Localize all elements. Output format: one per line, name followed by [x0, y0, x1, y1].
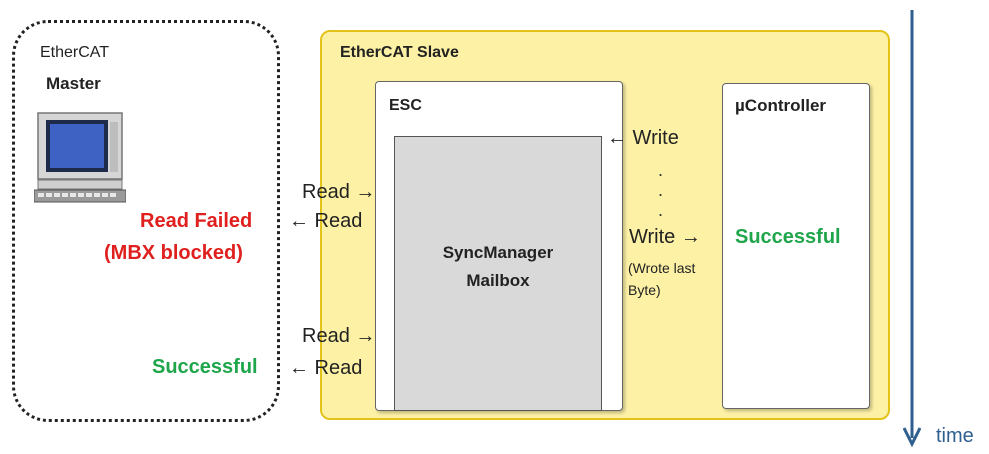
second-read-in-arrow: Read → — [302, 325, 376, 347]
controller-title: µController — [735, 96, 827, 115]
write-out-arrow: Write → — [629, 226, 701, 248]
computer-icon — [34, 112, 126, 203]
syncmanager-label-line1: SyncManager — [442, 243, 554, 262]
second-read-out-arrow: ← Read — [289, 357, 363, 379]
ellipsis-dot: . — [658, 200, 664, 220]
syncmanager-label-line2: Mailbox — [466, 271, 530, 290]
write-note-line1: (Wrote last — [628, 260, 696, 276]
first-read-in-arrow: Read → — [302, 181, 376, 203]
first-read-out-arrow: ← Read — [289, 210, 363, 232]
controller-successful-label: Successful — [735, 226, 841, 248]
master-label-line2: Master — [46, 74, 101, 93]
write-in-arrow: ← Write — [607, 127, 679, 149]
ellipsis-dot: . — [658, 160, 664, 180]
slave-title: EtherCAT Slave — [340, 44, 459, 61]
master-boundary — [12, 20, 280, 422]
write-note-line2: Byte) — [628, 282, 661, 298]
controller-box — [722, 83, 870, 409]
time-label: time — [936, 425, 974, 447]
esc-title: ESC — [389, 97, 422, 114]
mbx-blocked-label: (MBX blocked) — [104, 242, 243, 264]
syncmanager-mailbox-box — [394, 136, 602, 411]
time-axis-arrow — [902, 10, 922, 448]
read-failed-label: Read Failed — [140, 210, 253, 232]
ellipsis-dots: . . . — [658, 160, 663, 220]
ellipsis-dot: . — [658, 180, 664, 200]
master-successful-label: Successful — [152, 356, 258, 378]
master-label-line1: EtherCAT — [40, 44, 110, 61]
